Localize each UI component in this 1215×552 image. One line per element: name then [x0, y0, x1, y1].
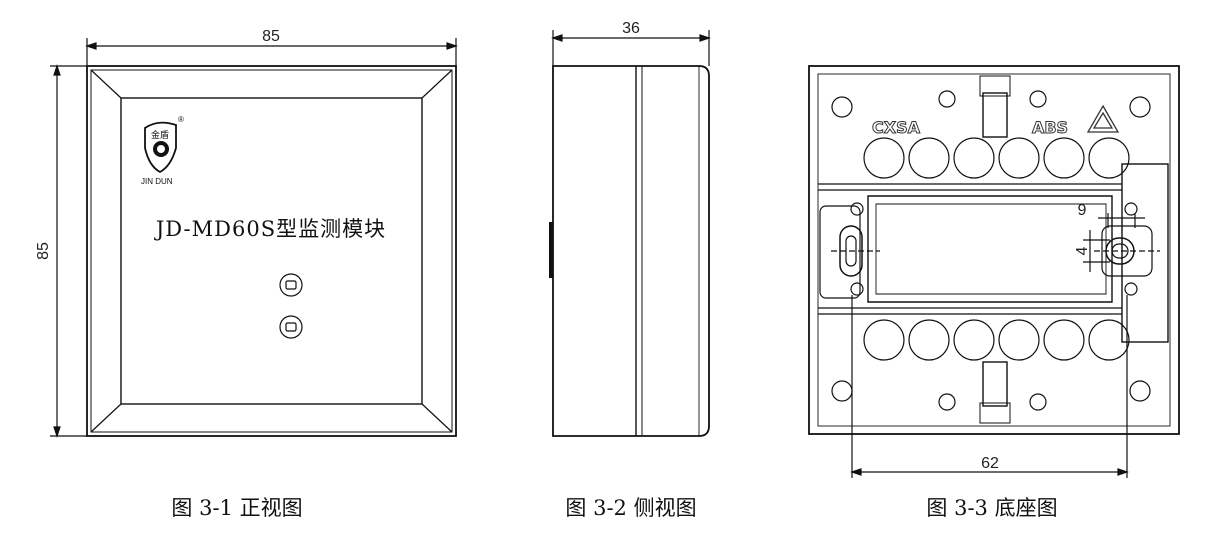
caption-front-view: 图 3-1 正视图 — [171, 496, 302, 520]
logo-chinese-text: 金盾 — [151, 129, 169, 141]
base-mark-cxsa: CXSA — [872, 118, 921, 137]
caption-side-view: 图 3-2 侧视图 — [565, 496, 696, 520]
base-slot-height-dimension: 4 — [1074, 246, 1091, 255]
logo-brand-text: JIN DUN — [141, 177, 173, 186]
jindun-logo: 金盾 ® JIN DUN — [141, 115, 184, 186]
front-height-dimension: 85 — [35, 242, 52, 260]
side-depth-dimension: 36 — [622, 20, 640, 37]
recycle-icon — [1086, 104, 1120, 133]
base-slot-width-dimension: 9 — [1078, 202, 1087, 219]
front-width-dimension: 85 — [262, 28, 280, 45]
product-name: JD-MD60S型监测模块 — [154, 217, 386, 241]
base-hole-spacing-dimension: 62 — [981, 455, 999, 472]
base-mark-abs: ABS — [1032, 118, 1068, 137]
front-view — [50, 38, 458, 438]
base-view — [808, 65, 1180, 478]
logo-registered-mark: ® — [178, 115, 184, 124]
side-view — [549, 30, 711, 437]
caption-base-view: 图 3-3 底座图 — [926, 496, 1057, 520]
